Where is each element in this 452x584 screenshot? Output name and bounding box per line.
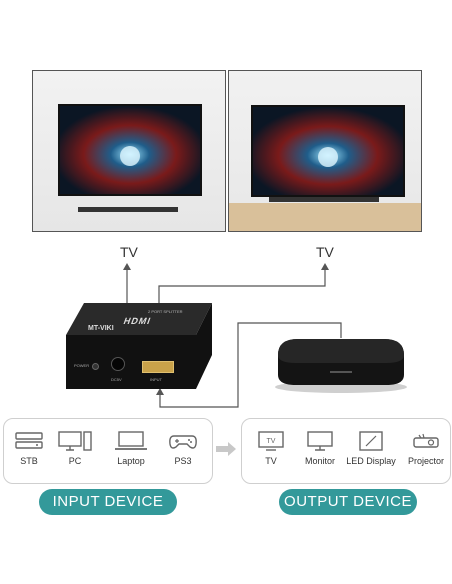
pc-icon [58,431,92,451]
input-label: INPUT [150,377,162,382]
input-device-label: STB [20,456,38,466]
tv-box-source [275,339,407,393]
output-device-led-display: LED Display [341,430,401,466]
right-soundbar [269,197,379,202]
output-device-label: LED Display [346,456,396,466]
output-devices-panel [241,418,451,484]
output-device-title: OUTPUT DEVICE [279,489,417,515]
dc-label: DC5V [111,377,122,382]
input-device-label: Laptop [117,456,145,466]
line-from-source [159,322,342,408]
input-device-ps3: PS3 [153,430,213,466]
output-device-projector: Projector [396,430,452,466]
input-device-title: INPUT DEVICE [39,489,177,515]
stb-icon [15,432,43,449]
arrow-left-tv [123,263,131,270]
tv-icon: TV [258,431,284,451]
hdmi-input-port-icon [142,361,174,373]
right-tv-screen [251,105,405,197]
hdmi-splitter: 2 PORT SPLITTER HDMI MT-VIKI POWER DC5V … [66,303,212,389]
input-device-label: PS3 [174,456,192,466]
input-device-label: PC [68,456,82,466]
power-led-icon [92,363,99,370]
monitor-icon [307,431,333,451]
output-device-label: TV [265,456,277,466]
right-tv-photo [228,70,422,232]
output-device-label: Projector [407,456,444,466]
power-label: POWER [74,363,90,368]
tv-cabinet [229,203,421,231]
output-device-tv: TV TV [241,430,301,466]
arrow-right-tv [321,263,329,270]
arrow-input [156,388,164,395]
left-tv-screen [58,104,202,196]
input-device-pc: PC [45,430,105,466]
flow-arrow-icon [216,442,236,456]
projector-icon [413,433,439,448]
splitter-hdmi-logo: HDMI [122,316,153,326]
input-devices-panel [3,418,213,484]
tv-label-left: TV [120,244,138,260]
laptop-icon [115,431,147,450]
left-soundbar [78,207,178,212]
output-device-label: Monitor [304,456,335,466]
line-to-right-tv [158,268,326,304]
tv-label-right: TV [316,244,334,260]
led-display-icon [359,431,383,451]
splitter-model: 2 PORT SPLITTER [148,309,183,314]
left-tv-photo [32,70,226,232]
input-device-laptop: Laptop [101,430,161,466]
splitter-brand: MT-VIKI [88,325,114,332]
svg-text:TV: TV [267,438,276,445]
input-device-stb: STB [0,430,59,466]
output-device-monitor: Monitor [290,430,350,466]
gamepad-icon [169,435,197,449]
dc-jack-icon [111,357,125,371]
